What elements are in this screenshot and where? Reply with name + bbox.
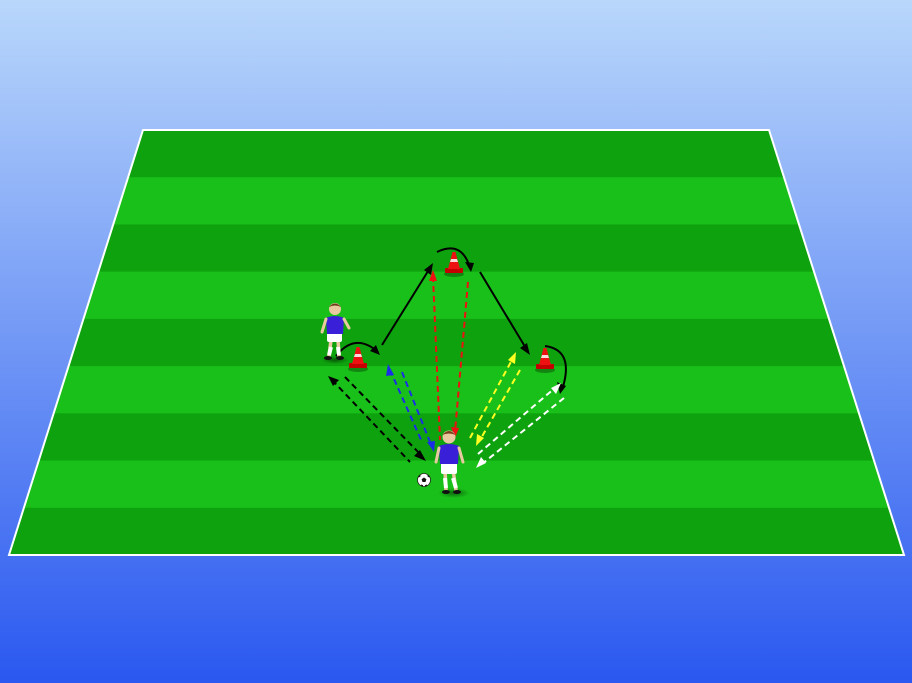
player-left — [320, 303, 351, 364]
pass-blue — [386, 364, 435, 452]
run-to-right-cone — [479, 271, 528, 351]
movement-runs — [335, 247, 567, 394]
cone-left — [348, 347, 368, 372]
pitch-stripe — [9, 130, 904, 178]
run-arrowhead — [370, 345, 380, 355]
run-arrowhead — [465, 262, 474, 272]
pitch-stripe — [9, 318, 904, 367]
cone-top — [444, 252, 464, 277]
pass-black — [328, 376, 426, 463]
pitch-stripe — [9, 271, 904, 320]
pass-white — [476, 383, 565, 468]
pass-yellow — [469, 352, 521, 446]
cone-right — [535, 348, 555, 373]
pitch-boundary-line — [7, 129, 906, 556]
player-center — [434, 430, 470, 498]
run-to-top-cone — [381, 267, 431, 346]
run-arrowhead — [520, 343, 530, 355]
pitch-stripe — [9, 177, 904, 225]
run-around-right-cone — [544, 345, 567, 391]
run-arrowhead — [424, 263, 433, 275]
pitch-stripe — [9, 366, 904, 414]
soccer-ball — [417, 473, 431, 487]
pitch-stripe — [9, 507, 904, 555]
pass-red — [429, 270, 469, 441]
